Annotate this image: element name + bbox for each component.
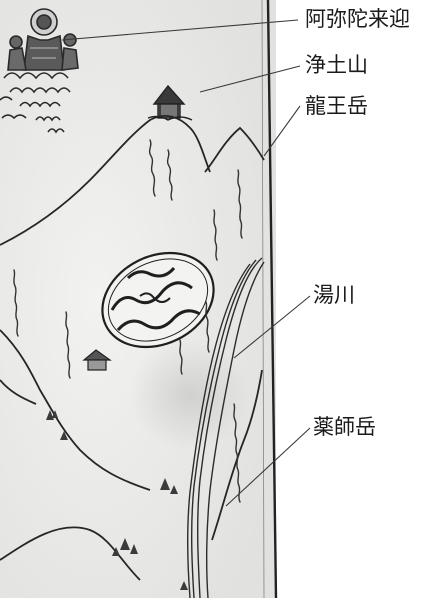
trees <box>46 410 188 590</box>
amida-buddha-figure <box>0 8 79 134</box>
callout-leader-lines <box>61 19 311 507</box>
scroll-border-line-inner <box>261 0 265 598</box>
mountain-ridges <box>0 115 265 581</box>
scroll-border-line <box>266 0 278 598</box>
jodosan-shrine <box>147 84 193 121</box>
label-yukawa: 湯川 <box>313 283 355 307</box>
label-ryuozan: 龍王岳 <box>305 94 368 118</box>
small-hut <box>82 349 112 371</box>
brush-annotations <box>13 139 243 503</box>
label-jodosan: 浄土山 <box>305 53 368 77</box>
label-amida-raigo: 阿弥陀来迎 <box>305 7 410 31</box>
paper-mist <box>130 340 250 450</box>
yukawa-river <box>187 257 265 598</box>
pond-illustration <box>101 251 215 349</box>
label-yakushidake: 薬師岳 <box>313 415 376 439</box>
